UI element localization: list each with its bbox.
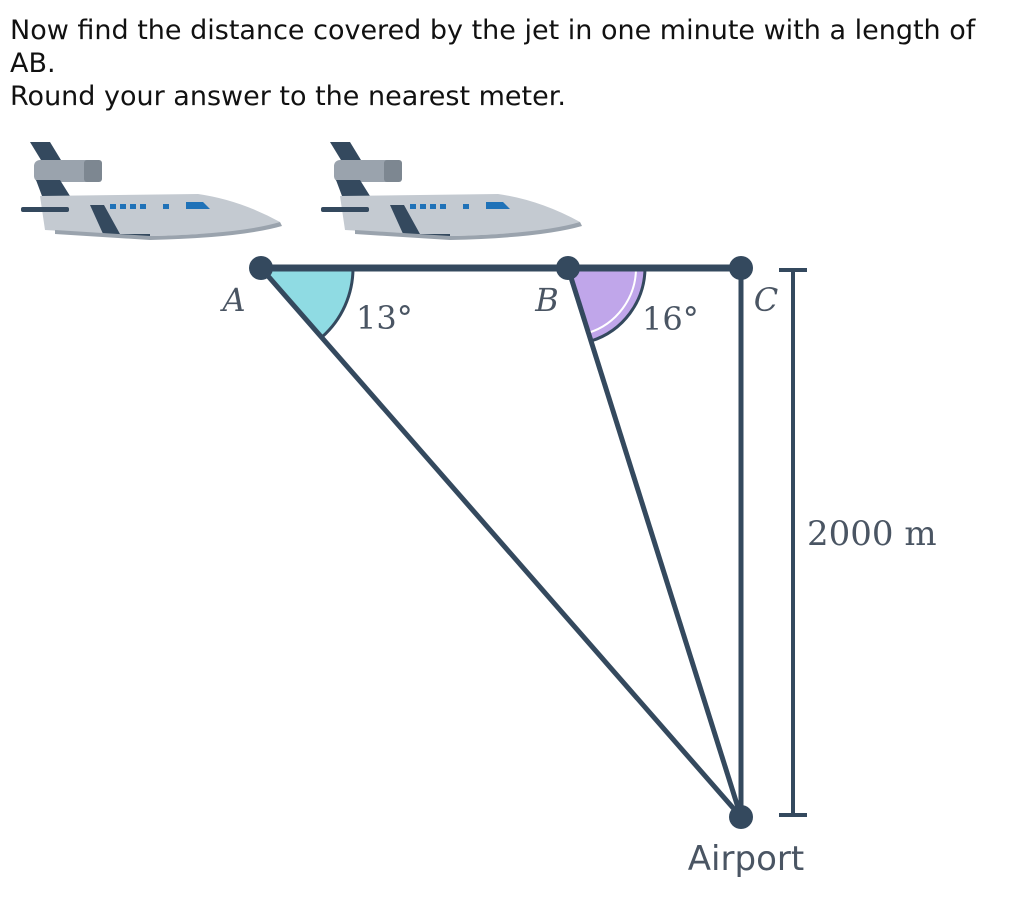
height-label: 2000 m xyxy=(807,514,937,554)
jet-airplane-icon xyxy=(321,142,582,240)
point-b-dot xyxy=(556,256,580,280)
point-a-dot xyxy=(249,256,273,280)
angle-b-inner-arc xyxy=(587,267,637,334)
question-text: Now find the distance covered by the jet… xyxy=(10,14,1010,113)
angle-a-label: 13° xyxy=(356,299,413,337)
point-c-label: C xyxy=(754,281,778,319)
angle-b-label: 16° xyxy=(642,300,699,338)
airport-dot xyxy=(729,805,753,829)
line-b-airport xyxy=(565,267,744,818)
jet-airplane-icon xyxy=(21,142,282,240)
question-line-1: Now find the distance covered by the jet… xyxy=(10,15,976,46)
question-line-2: AB. xyxy=(10,48,56,79)
point-c-dot xyxy=(729,256,753,280)
airport-label: Airport xyxy=(688,839,804,879)
point-b-label: B xyxy=(534,281,559,319)
line-a-airport xyxy=(259,266,743,819)
question-line-3: Round your answer to the nearest meter. xyxy=(10,81,566,112)
point-a-label: A xyxy=(219,281,245,319)
angle-a-wedge xyxy=(257,266,355,340)
height-bracket xyxy=(779,268,807,817)
